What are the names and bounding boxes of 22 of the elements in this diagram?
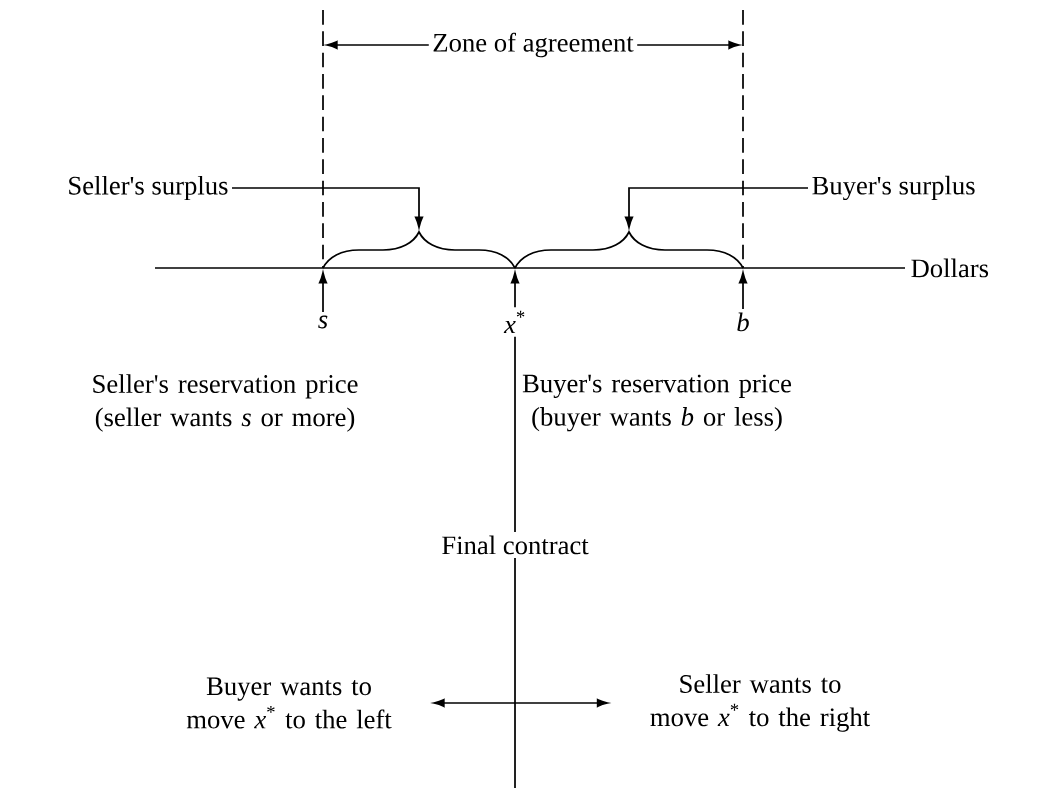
- leader-line: [624, 187, 809, 228]
- text-label: s: [318, 315, 328, 329]
- brace: [322, 231, 516, 269]
- price-note: Seller's reservation price (seller wants s or more): [93, 374, 358, 432]
- text-label: Seller's surplus: [69, 175, 228, 201]
- arrow: [510, 272, 520, 309]
- vertical-line: [514, 557, 516, 788]
- text-label: Buyer's surplus: [812, 175, 975, 201]
- text-label: x$^{*}$: [503, 310, 525, 334]
- axis-label: Dollars: [911, 258, 989, 278]
- arrow: [318, 272, 328, 313]
- text-label: Seller wants to move x$^{*}$ to the right: [650, 674, 870, 732]
- brace: [514, 231, 744, 269]
- text-label: Final contract: [442, 535, 589, 555]
- dimension-label: Zone of agreement: [433, 32, 634, 58]
- arrow: [738, 272, 748, 310]
- vertical-line: [514, 335, 516, 533]
- double-arrow: [433, 698, 609, 708]
- leader-line: [231, 187, 424, 228]
- price-note: Buyer's reservation price (buyer wants b or less): [522, 374, 792, 432]
- text-label: Buyer wants to move x$^{*}$ to the left: [186, 677, 392, 729]
- text-label: b: [737, 312, 749, 332]
